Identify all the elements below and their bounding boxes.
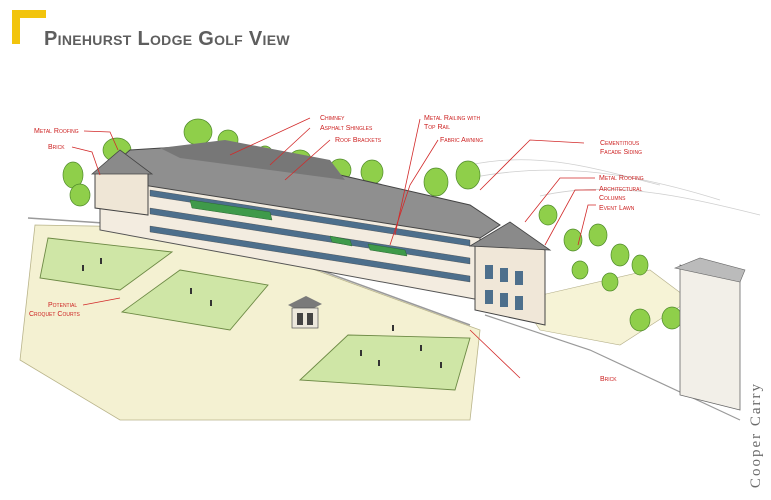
contour-lines xyxy=(469,159,761,216)
label-metal-railing-line1: Metal Railing with xyxy=(424,115,480,122)
label-metal-railing-line2: Top Rail xyxy=(424,124,450,131)
label-metal-roofing-right: Metal Roofing xyxy=(599,175,644,182)
label-croquet-line2: Croquet Courts xyxy=(29,311,81,318)
label-croquet-line1: Potential xyxy=(48,302,77,309)
label-metal-roofing-left: Metal Roofing xyxy=(34,128,79,135)
label-asphalt-shingles: Asphalt Shingles xyxy=(320,125,373,132)
trees xyxy=(62,118,683,332)
label-brick-bottom: Brick xyxy=(600,376,617,383)
accent-bracket-shape xyxy=(12,10,46,44)
court-2 xyxy=(120,269,269,331)
page-title: Pinehurst Lodge Golf View xyxy=(44,28,290,50)
label-arch-columns-line2: Columns xyxy=(599,195,626,202)
court-3 xyxy=(298,334,471,391)
croquet-courts xyxy=(39,237,471,391)
label-cementitious-line1: Cementitious xyxy=(600,140,640,147)
brand-wordmark: Cooper Carry xyxy=(748,381,764,488)
court-1 xyxy=(39,237,174,291)
label-roof-brackets: Roof Brackets xyxy=(335,137,382,144)
label-brick-left: Brick xyxy=(48,144,65,151)
side-building xyxy=(673,257,746,411)
label-chimney: Chimney xyxy=(320,115,345,122)
people xyxy=(82,258,442,368)
annotations: Metal Roofing Brick Chimney Asphalt Shin… xyxy=(29,115,644,383)
label-arch-columns-line1: Architectural xyxy=(599,186,643,193)
pavilion xyxy=(288,296,322,329)
label-fabric-awning: Fabric Awning xyxy=(440,137,483,144)
label-event-lawn: Event Lawn xyxy=(599,205,635,212)
accent-bracket xyxy=(12,10,46,44)
label-cementitious-line2: Facade Siding xyxy=(600,149,642,156)
leader-lines xyxy=(71,117,596,379)
